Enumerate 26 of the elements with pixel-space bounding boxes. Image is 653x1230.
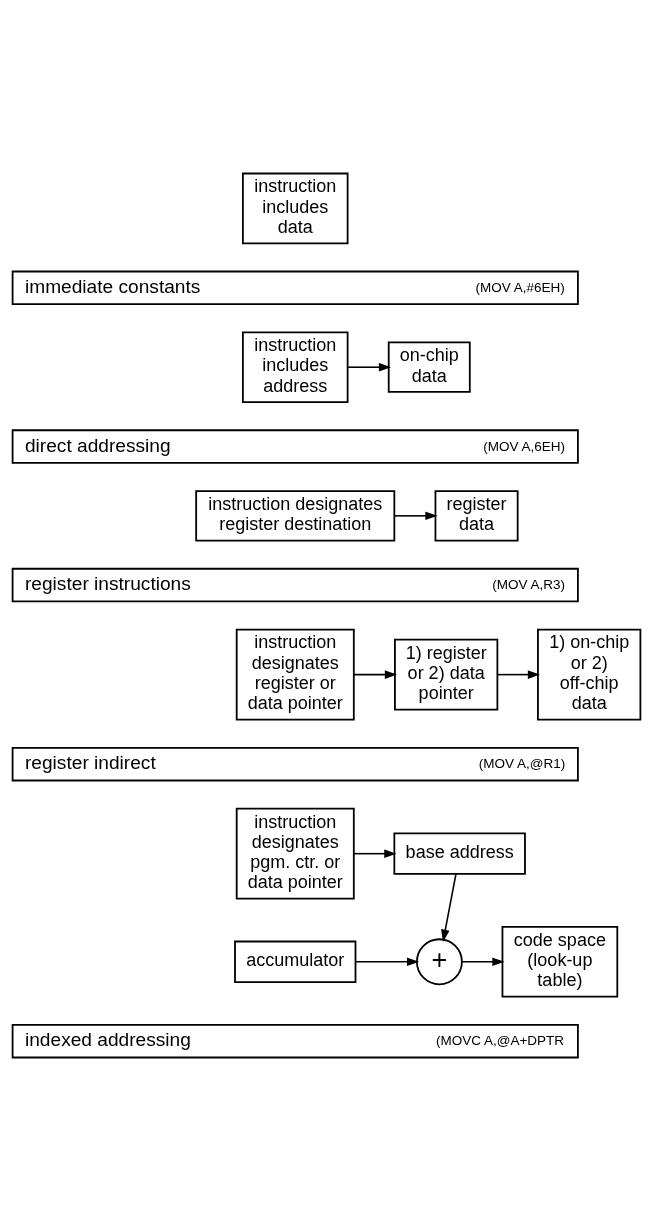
node-box: instruction includes data [242, 172, 349, 244]
node-box: indexed addressing (MOVC A,@A+DPTR [11, 1023, 579, 1058]
arrow [393, 511, 438, 520]
arrow [441, 872, 457, 942]
node-box: register instructions (MOV A,R3) [11, 567, 579, 602]
node-box: register data [434, 489, 519, 541]
node-box: accumulator [234, 940, 357, 983]
arrow [347, 362, 392, 371]
arrow [354, 957, 420, 966]
node-box: instruction designates pgm. ctr. or data pointer [235, 807, 355, 900]
node-box: 1) register or 2) data pointer [394, 638, 499, 710]
node-box: base address [393, 832, 526, 875]
arrow [496, 669, 541, 679]
node-box: register indirect (MOV A,@R1) [11, 746, 579, 781]
arrow [353, 848, 397, 858]
node-box: code space (look-up table) [501, 925, 619, 998]
node-box: instruction includes address [242, 330, 349, 403]
arrow [353, 669, 397, 679]
node-box: direct addressing (MOV A,6EH) [11, 428, 579, 464]
node-box: instruction designates register or data pointer [235, 628, 355, 721]
node-circle: + [415, 937, 463, 985]
node-box: immediate constants (MOV A,#6EH) [11, 270, 579, 305]
node-box: 1) on-chip or 2) off-chip data [537, 628, 642, 721]
node-box: on-chip data [387, 341, 471, 393]
node-box: instruction designates register destination [195, 489, 396, 541]
arrow [461, 957, 505, 966]
